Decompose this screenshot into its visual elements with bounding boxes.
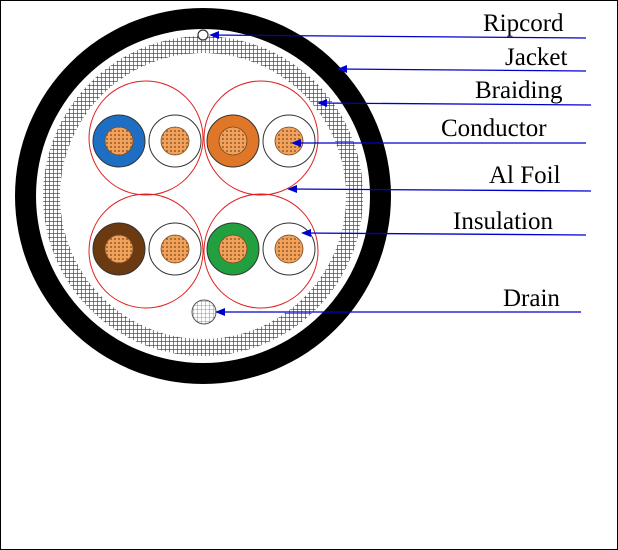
leader-line-ripcord [210, 34, 587, 39]
arrowhead [317, 99, 327, 107]
label-drain: Drain [503, 285, 560, 312]
foil-circle [88, 193, 204, 309]
conductor [160, 234, 190, 264]
arrowhead [301, 229, 311, 237]
leader-line-al-foil [288, 188, 592, 192]
conductor [160, 126, 190, 156]
label-jacket: Jacket [505, 44, 568, 71]
foil-circle [203, 80, 319, 196]
label-braiding: Braiding [475, 77, 563, 104]
arrowhead [287, 185, 297, 193]
foil-circle [203, 193, 319, 309]
conductor [218, 234, 248, 264]
foil-circle [88, 80, 204, 196]
conductor [104, 234, 134, 264]
leader-line-insulation [302, 232, 587, 236]
arrowhead [291, 139, 301, 147]
label-conductor: Conductor [441, 115, 547, 142]
leader-line-jacket [338, 68, 587, 72]
label-al-foil: Al Foil [489, 162, 561, 189]
drain-wire [191, 299, 217, 325]
arrowhead [215, 308, 225, 316]
conductor [274, 126, 304, 156]
leader-line-braiding [318, 102, 592, 106]
conductor [218, 126, 248, 156]
braiding-inner-edge [60, 53, 346, 339]
label-ripcord: Ripcord [483, 10, 564, 37]
conductor [274, 234, 304, 264]
arrowhead [337, 65, 347, 73]
arrowhead [209, 31, 219, 39]
label-insulation: Insulation [453, 208, 553, 235]
ripcord [197, 29, 209, 41]
conductor [104, 126, 134, 156]
